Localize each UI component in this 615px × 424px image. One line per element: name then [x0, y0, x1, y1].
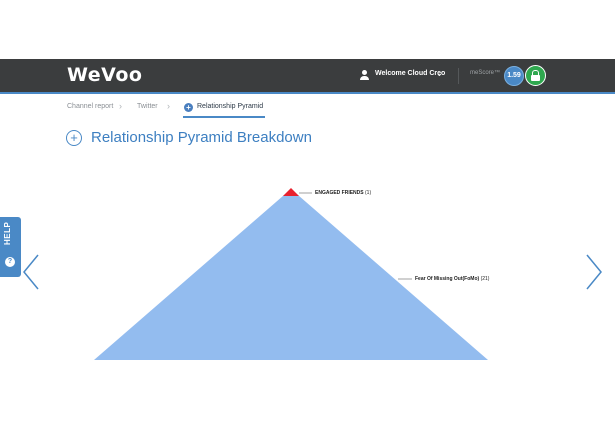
next-arrow-icon[interactable]	[585, 253, 603, 291]
header-divider	[458, 68, 459, 84]
fomo-label: Fear Of Missing Out(FoMo) (21)	[415, 276, 490, 282]
breadcrumb-twitter[interactable]: Twitter	[137, 103, 158, 110]
top-navigation-bar: WeVoo Welcome Cloud Creo ⌄ meScore™ 1.59	[0, 59, 615, 94]
user-icon	[360, 69, 370, 81]
welcome-text: Welcome Cloud Creo	[375, 70, 446, 77]
pyramid-tier-fomo	[94, 189, 488, 360]
help-tab[interactable]: HELP ?	[0, 217, 21, 277]
mescore-badge[interactable]: 1.59	[504, 66, 524, 86]
pyramid-tier-engaged	[283, 188, 299, 196]
previous-arrow-icon[interactable]	[22, 253, 40, 291]
engaged-friends-label: ENGAGED FRIENDS (1)	[315, 190, 372, 196]
chevron-down-icon[interactable]: ⌄	[436, 69, 443, 78]
breadcrumb-separator-icon: ›	[119, 101, 122, 111]
plus-circle-icon: +	[184, 103, 193, 112]
page-title: Relationship Pyramid Breakdown	[91, 129, 312, 146]
breadcrumb-channel-report[interactable]: Channel report	[67, 103, 114, 110]
lock-icon[interactable]	[525, 65, 546, 86]
breadcrumb-active-underline	[183, 116, 265, 118]
breadcrumb-relationship-pyramid[interactable]: Relationship Pyramid	[197, 103, 264, 110]
question-icon: ?	[5, 257, 15, 267]
mescore-label: meScore™	[470, 70, 501, 76]
plus-circle-icon: +	[66, 130, 82, 146]
breadcrumb-separator-icon: ›	[167, 101, 170, 111]
wevoo-logo[interactable]: WeVoo	[67, 64, 143, 86]
